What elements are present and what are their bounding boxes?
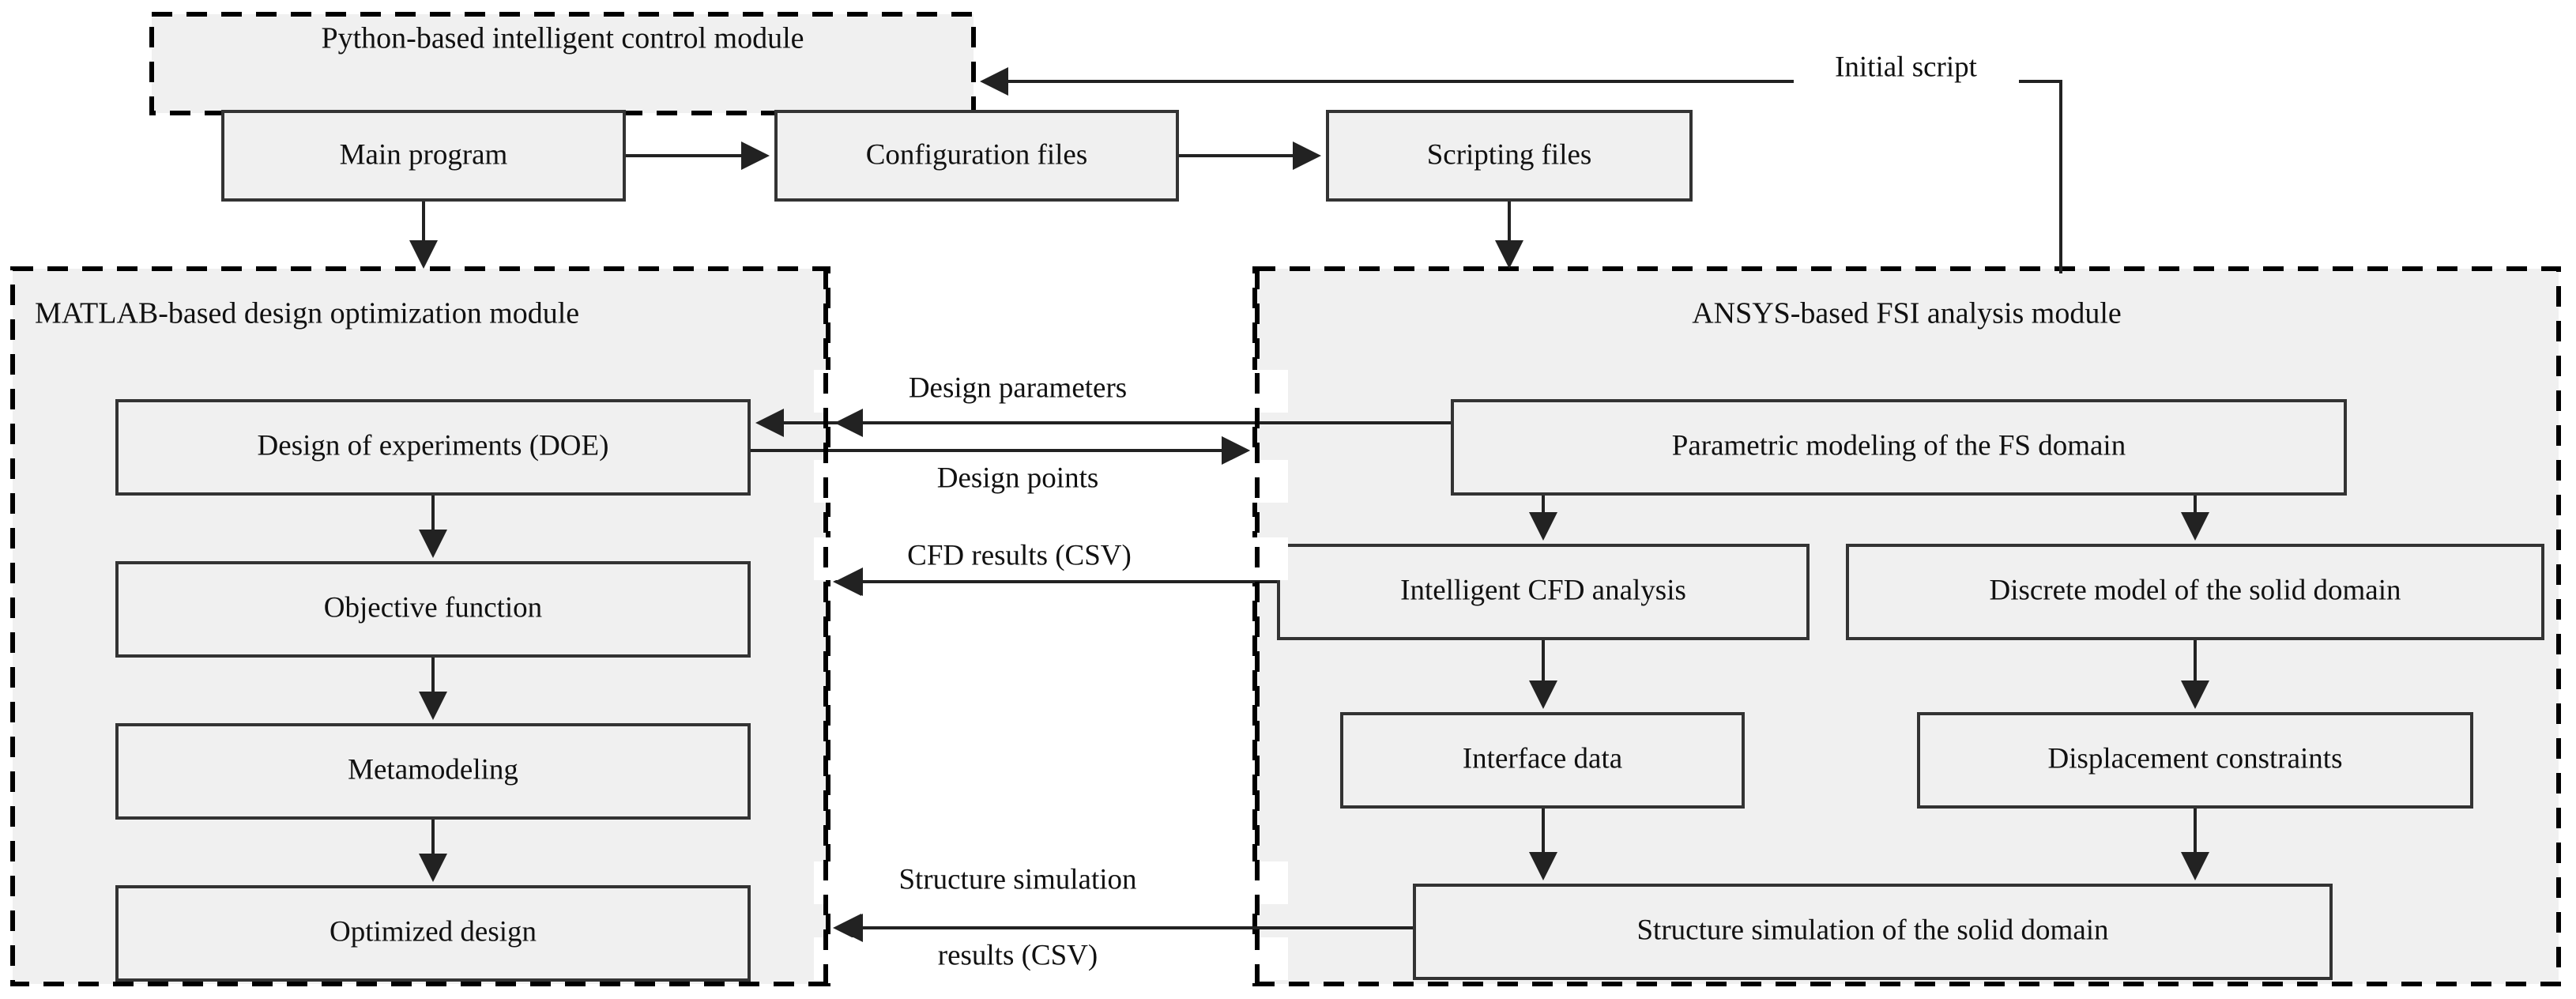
edge-label-design-points-plate xyxy=(814,460,1288,503)
box-metamodeling-rect[interactable] xyxy=(115,723,751,820)
module-python-border xyxy=(149,12,976,115)
process-box-parametric-modeling[interactable]: Parametric modeling of the FS domain xyxy=(1451,399,2347,496)
box-displacement-constraints-rect[interactable] xyxy=(1917,712,2473,809)
box-scripting-files-rect[interactable] xyxy=(1326,110,1693,202)
process-box-interface-data[interactable]: Interface data xyxy=(1340,712,1745,809)
edge-label-structure-results-plate-2 xyxy=(814,937,1288,980)
module-edge-overlays xyxy=(823,269,1260,984)
edge-label-cfd-results: CFD results (CSV) xyxy=(814,537,1288,580)
box-configuration-files-rect[interactable] xyxy=(774,110,1179,202)
edge-label-structure-results-line2: results (CSV) xyxy=(938,939,1098,971)
box-main-program-rect[interactable] xyxy=(221,110,626,202)
box-configuration-files-label: Configuration files xyxy=(866,138,1088,171)
box-metamodeling-label: Metamodeling xyxy=(348,753,518,786)
edge-label-design-parameters-plate xyxy=(814,370,1288,413)
edge-label-design-points-text: Design points xyxy=(937,462,1099,494)
box-parametric-modeling-rect[interactable] xyxy=(1451,399,2347,496)
process-box-metamodeling[interactable]: Metamodeling xyxy=(115,723,751,820)
box-displacement-constraints-label: Displacement constraints xyxy=(2048,742,2343,775)
box-intelligent-cfd-label: Intelligent CFD analysis xyxy=(1400,574,1686,606)
edge-label-design-points: Design points xyxy=(814,460,1288,503)
edge-label-cfd-results-text: CFD results (CSV) xyxy=(907,539,1132,571)
box-discrete-model-rect[interactable] xyxy=(1846,544,2544,640)
box-main-program-label: Main program xyxy=(340,138,508,171)
box-optimized-design-rect[interactable] xyxy=(115,885,751,982)
box-intelligent-cfd-rect[interactable] xyxy=(1277,544,1810,640)
module-matlab-title: MATLAB-based design optimization module xyxy=(35,297,579,330)
edge-label-initial-script-plate xyxy=(1794,49,2019,90)
box-objective-function-rect[interactable] xyxy=(115,561,751,658)
edge-label-structure-results-line1: Structure simulation xyxy=(898,863,1136,895)
box-structure-simulation-label: Structure simulation of the solid domain xyxy=(1636,914,2108,946)
box-parametric-modeling-label: Parametric modeling of the FS domain xyxy=(1672,429,2126,462)
edge-label-structure-results: Structure simulation results (CSV) xyxy=(814,861,1288,980)
edge-label-cfd-results-plate xyxy=(814,537,1288,580)
box-interface-data-label: Interface data xyxy=(1463,742,1622,775)
process-box-displacement-constraints[interactable]: Displacement constraints xyxy=(1917,712,2473,809)
process-box-optimized-design[interactable]: Optimized design xyxy=(115,885,751,982)
box-interface-data-rect[interactable] xyxy=(1340,712,1745,809)
box-optimized-design-label: Optimized design xyxy=(330,915,537,948)
process-box-scripting-files[interactable]: Scripting files xyxy=(1326,110,1693,202)
process-box-intelligent-cfd[interactable]: Intelligent CFD analysis xyxy=(1277,544,1810,640)
edge-label-structure-results-plate-1 xyxy=(814,861,1288,904)
edge-label-design-parameters-text: Design parameters xyxy=(909,371,1127,404)
edge-label-initial-script: Initial script xyxy=(1794,49,2019,90)
box-scripting-files-label: Scripting files xyxy=(1427,138,1592,171)
box-objective-function-label: Objective function xyxy=(324,591,542,624)
module-python: Python-based intelligent control module xyxy=(149,12,976,115)
process-box-discrete-model[interactable]: Discrete model of the solid domain xyxy=(1846,544,2544,640)
module-ansys-title: ANSYS-based FSI analysis module xyxy=(1692,297,2122,330)
module-python-title: Python-based intelligent control module xyxy=(321,22,804,55)
process-box-objective-function[interactable]: Objective function xyxy=(115,561,751,658)
process-box-structure-simulation[interactable]: Structure simulation of the solid domain xyxy=(1413,884,2333,980)
edge-label-design-parameters: Design parameters xyxy=(814,370,1288,413)
box-doe-label: Design of experiments (DOE) xyxy=(258,429,609,462)
edge-label-initial-script-text: Initial script xyxy=(1835,51,1978,83)
box-discrete-model-label: Discrete model of the solid domain xyxy=(1990,574,2401,606)
process-box-configuration-files[interactable]: Configuration files xyxy=(774,110,1179,202)
box-structure-simulation-rect[interactable] xyxy=(1413,884,2333,980)
process-box-doe[interactable]: Design of experiments (DOE) xyxy=(115,399,751,496)
box-doe-rect[interactable] xyxy=(115,399,751,496)
connector-overlays xyxy=(834,409,1250,942)
edge-initial-script xyxy=(980,67,2062,273)
process-box-main-program[interactable]: Main program xyxy=(221,110,626,202)
